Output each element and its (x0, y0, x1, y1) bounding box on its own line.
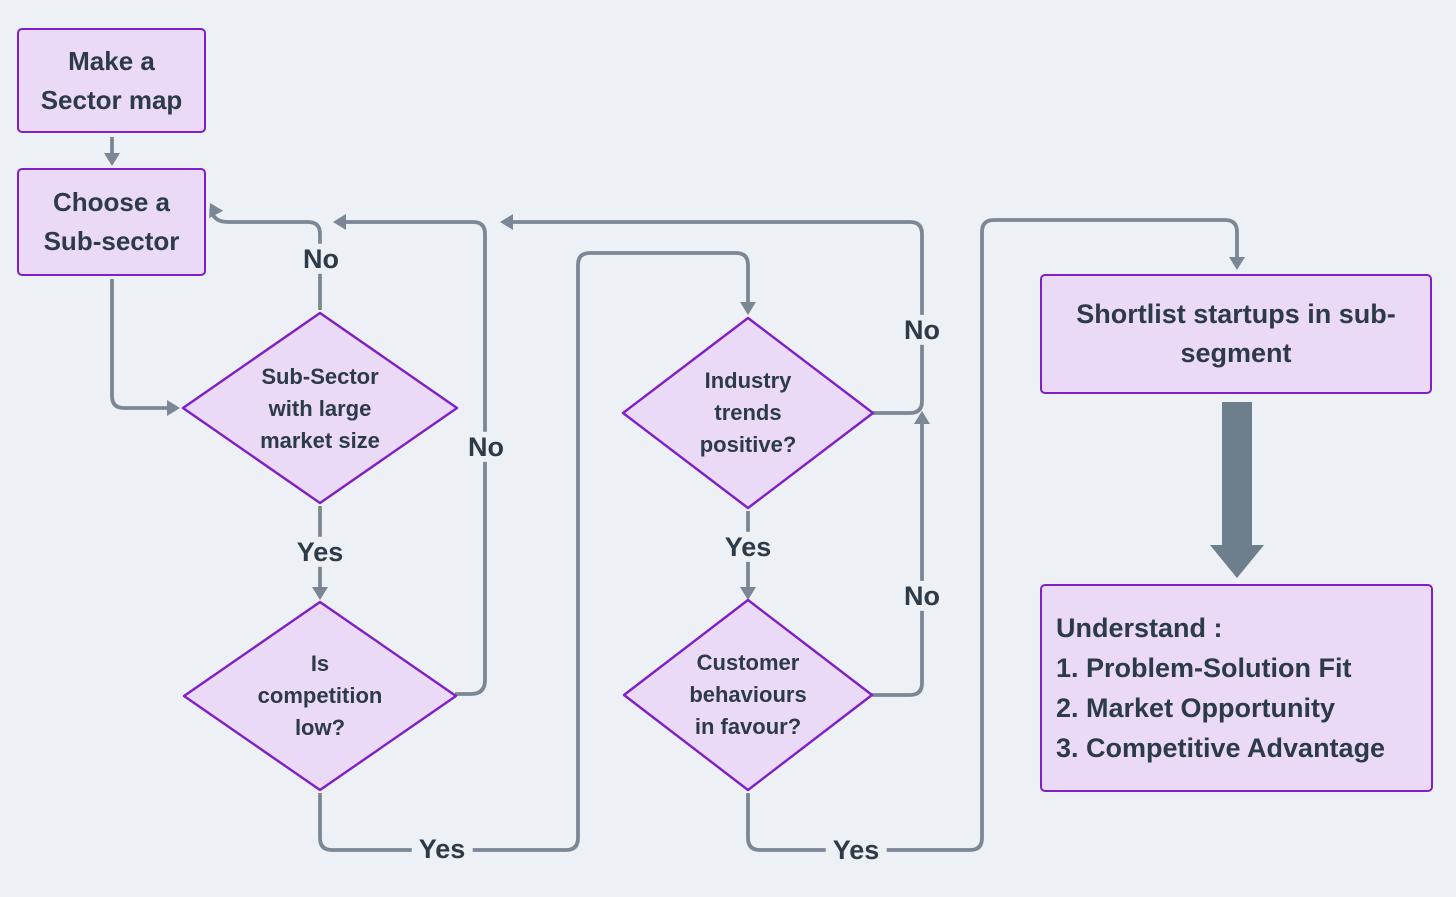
node-choose-subsector-line1: Choose a (52, 187, 171, 217)
edge-label-large-market-no: No (296, 243, 346, 275)
arrowhead-down-icon (740, 302, 756, 315)
arrowhead-down-icon (312, 587, 328, 600)
arrowhead-right-icon (167, 400, 180, 416)
edge-label-competition-yes: Yes (411, 833, 473, 865)
decision-customer-shape (622, 598, 874, 792)
node-understand-item2: 2. Market Opportunity (1056, 693, 1336, 723)
node-choose-subsector-line2: Sub-sector (43, 226, 180, 256)
node-understand-item1: 1. Problem-Solution Fit (1056, 653, 1352, 683)
arrowhead-down-icon (1229, 257, 1245, 270)
node-understand-title: Understand : (1056, 613, 1223, 643)
decision-trends-shape (621, 316, 875, 510)
edge-competition-yes (318, 251, 750, 852)
edge-label-customer-yes: Yes (825, 834, 887, 866)
edge-label-trends-no: No (897, 314, 947, 346)
edge-label-large-market-yes: Yes (289, 536, 351, 568)
edge-customer-no (872, 424, 924, 697)
edge-customer-yes (746, 218, 1239, 852)
node-understand: Understand : 1. Problem-Solution Fit 2. … (1040, 584, 1433, 792)
arrowhead-down-icon (104, 153, 120, 166)
arrowhead-up-icon (914, 411, 930, 424)
edge-label-customer-no: No (897, 580, 947, 612)
edge-choose-to-large-market (110, 279, 167, 410)
decision-large-market-shape (181, 311, 459, 505)
node-understand-item3: 3. Competitive Advantage (1056, 733, 1386, 763)
node-make-sector-map-line2: Sector map (40, 84, 183, 115)
node-shortlist-startups: Shortlist startups in sub- segment (1040, 274, 1432, 394)
node-make-sector-map: Make a Sector map (17, 28, 206, 133)
decision-shapes (181, 311, 875, 792)
arrowhead-down-icon (740, 587, 756, 600)
block-arrow-down-icon (1210, 402, 1264, 578)
arrowhead-left-icon (333, 214, 346, 230)
node-shortlist-line1: Shortlist startups in sub- (1076, 299, 1396, 329)
edge-label-competition-no: No (461, 431, 511, 463)
edge-large-market-no (209, 208, 322, 310)
decision-competition-shape (182, 600, 458, 792)
node-shortlist-line2: segment (1180, 338, 1292, 368)
node-make-sector-map-line1: Make a (68, 45, 155, 76)
arrowhead-left-icon (500, 214, 513, 230)
node-choose-subsector: Choose a Sub-sector (17, 168, 206, 276)
edge-label-trends-yes: Yes (717, 531, 779, 563)
arrowhead-up-icon (209, 203, 224, 219)
